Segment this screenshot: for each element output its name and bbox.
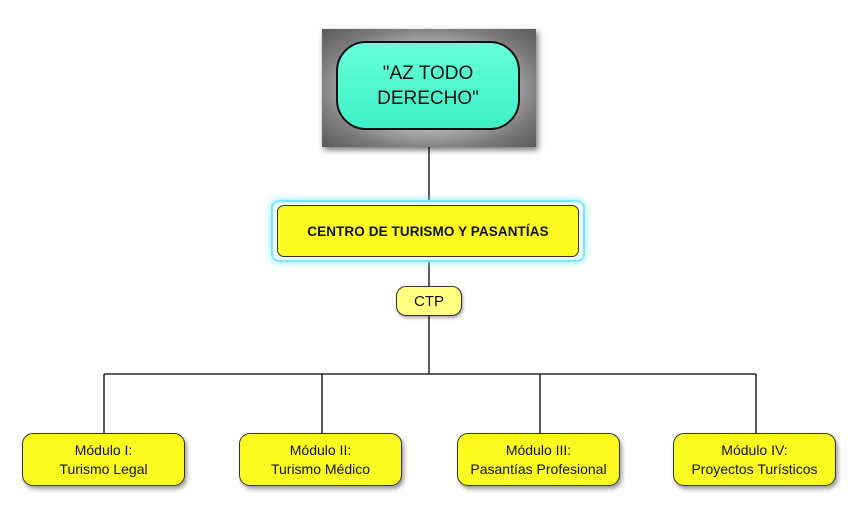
module-node-3[interactable]: Módulo III: Pasantías Profesional [457,433,620,486]
ctp-node[interactable]: CTP [396,286,462,316]
module-node-4[interactable]: Módulo IV: Proyectos Turísticos [673,433,836,486]
module-node-2[interactable]: Módulo II: Turismo Médico [239,433,402,486]
root-label-line2: DERECHO" [377,87,479,109]
module-title: Módulo II: [289,441,352,458]
module-subtitle: Pasantías Profesional [470,460,607,477]
module-node-1[interactable]: Módulo I: Turismo Legal [22,433,185,486]
module-title: Módulo I: [74,441,133,458]
module-subtitle: Proyectos Turísticos [691,460,818,477]
module-title: Módulo III: [505,441,572,458]
module-title: Módulo IV: [721,441,788,458]
module-subtitle: Turismo Médico [270,460,371,477]
root-label-line1: "AZ TODO [382,62,474,84]
ctp-label: CTP [414,292,444,310]
center-label: CENTRO DE TURISMO Y PASANTÍAS [307,223,549,239]
root-node[interactable]: "AZ TODO DERECHO" [336,41,520,130]
center-node[interactable]: CENTRO DE TURISMO Y PASANTÍAS [277,205,579,257]
module-subtitle: Turismo Legal [59,460,148,477]
